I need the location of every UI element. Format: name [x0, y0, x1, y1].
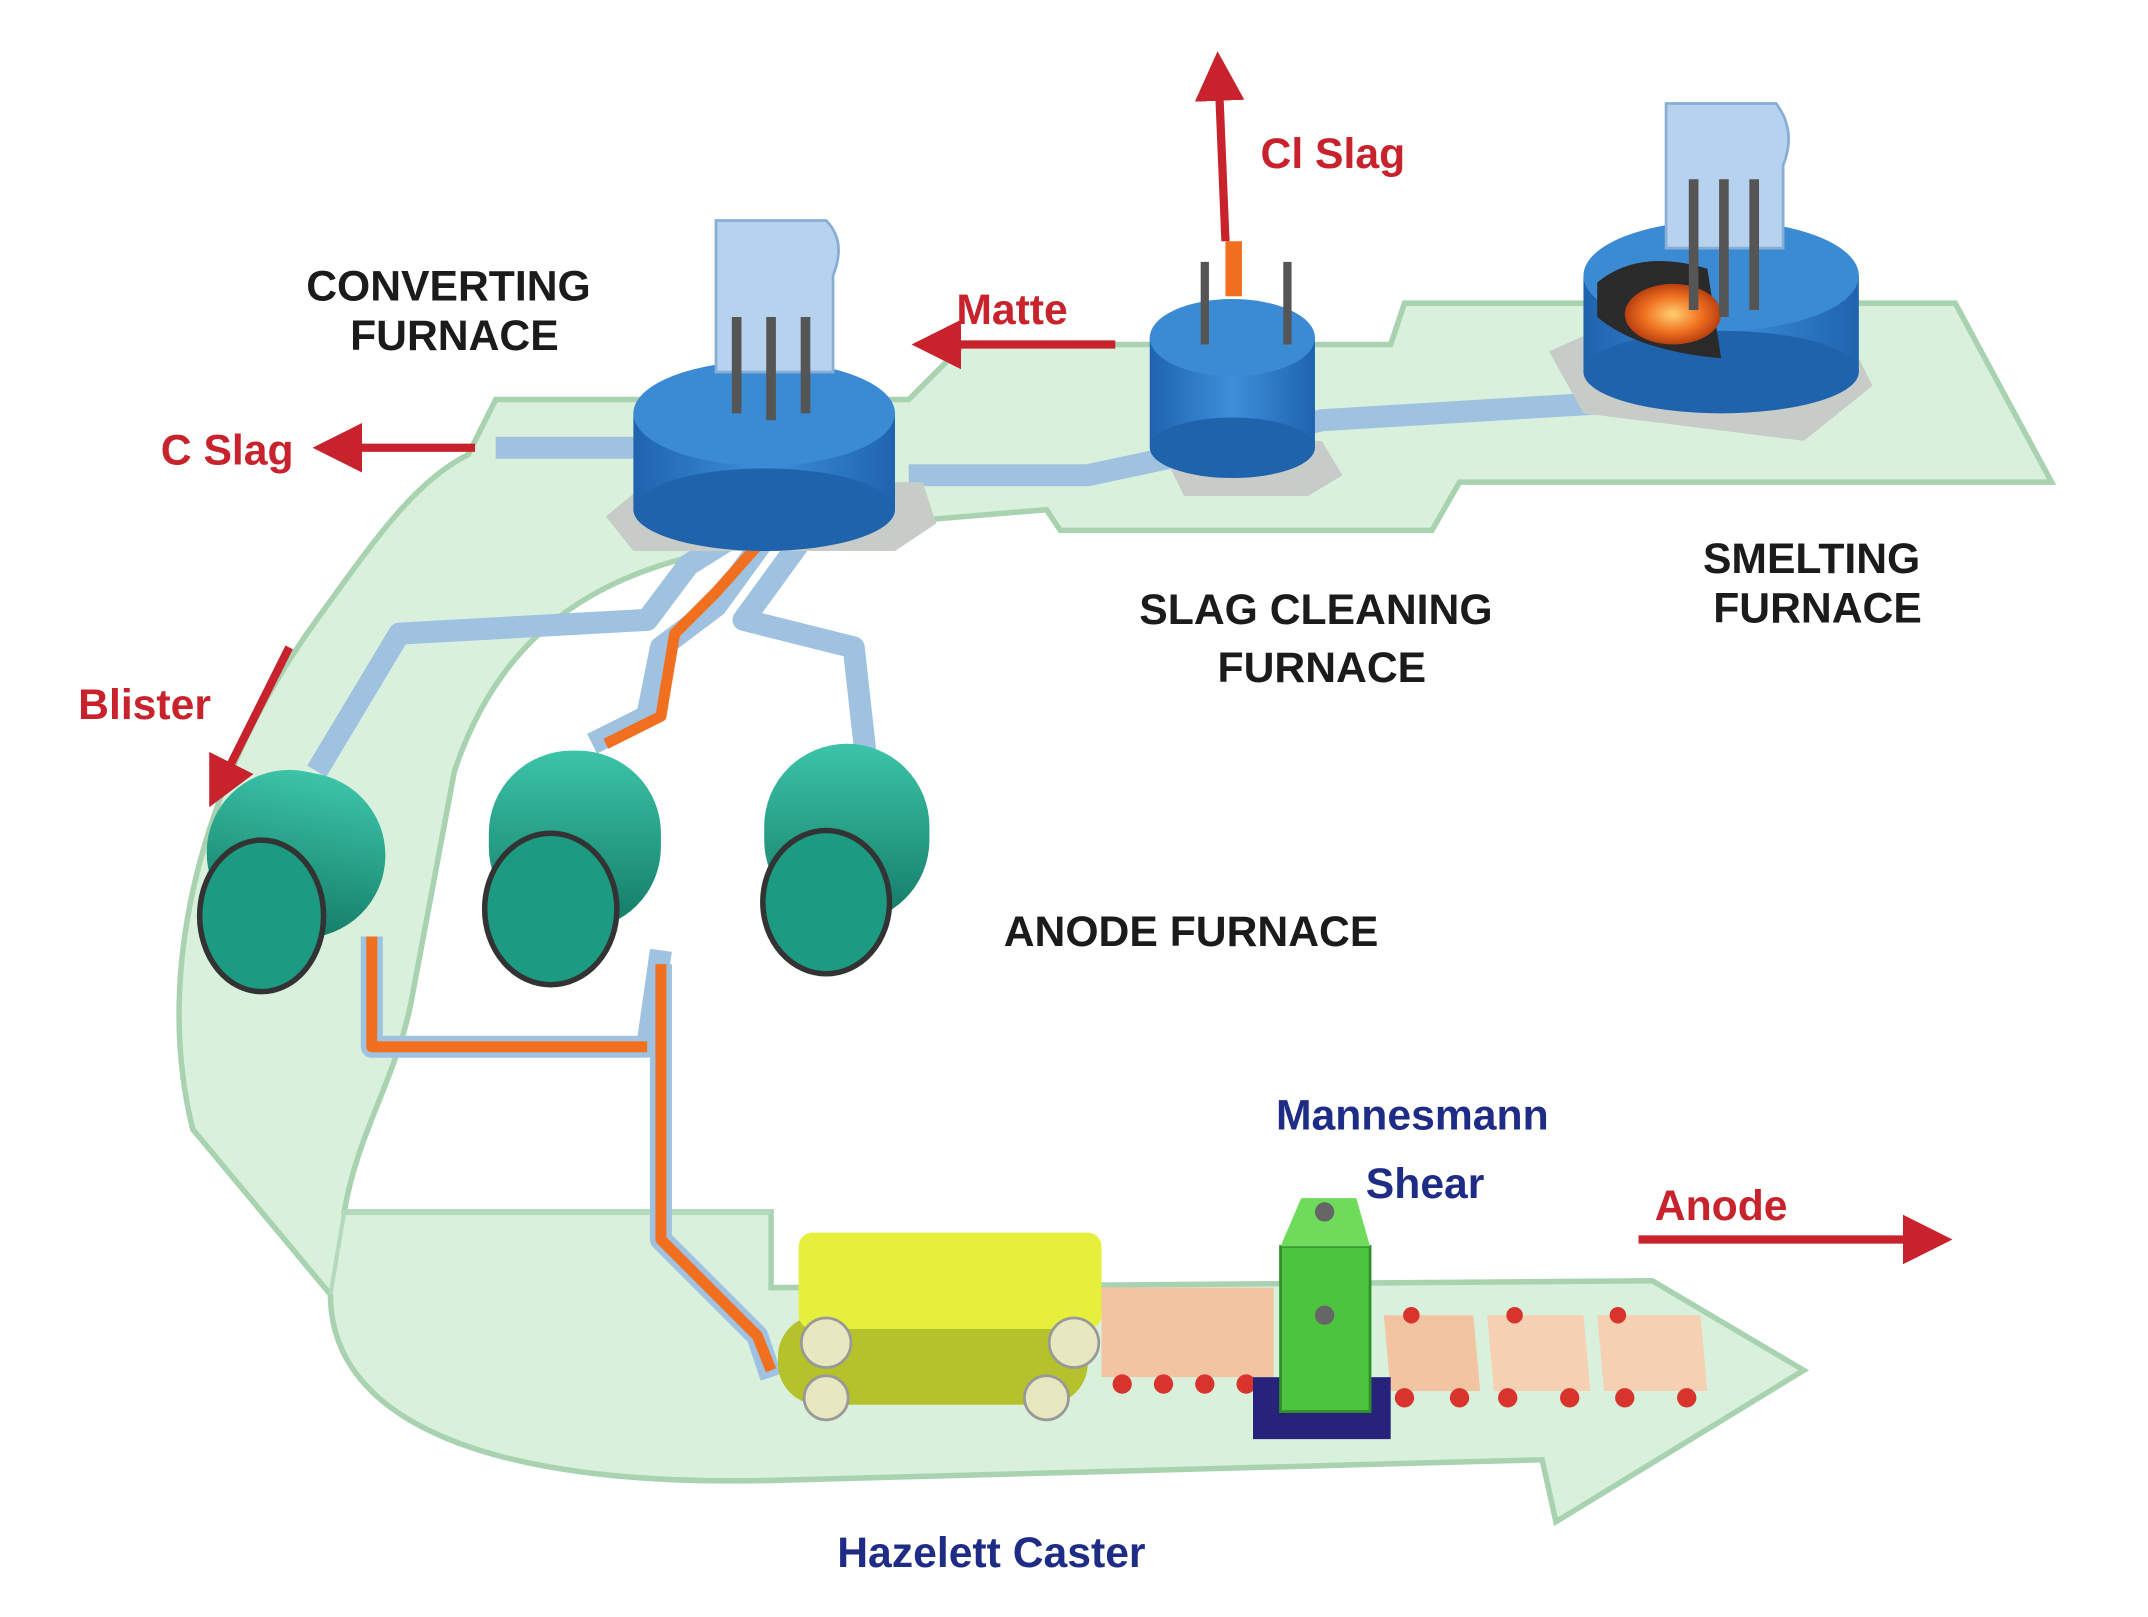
copper-strip — [1101, 1287, 1708, 1408]
molten-copper-channels — [366, 526, 777, 1373]
mannesmann-shear-label: Mannesmann Shear — [1276, 1091, 1561, 1208]
anode-furnace-label: ANODE FURNACE — [1004, 908, 1379, 956]
cl-slag-arrow — [1194, 51, 1245, 242]
flow-arrows — [209, 51, 1953, 1265]
converting-furnace — [605, 219, 937, 552]
hazelett-caster-label: Hazelett Caster — [837, 1529, 1145, 1577]
converting-furnace-label: CONVERTING FURNACE — [306, 262, 602, 360]
blister-label: Blister — [78, 681, 211, 729]
slag-cleaning-furnace-label: SLAG CLEANING FURNACE — [1139, 586, 1504, 692]
anode-furnaces — [196, 743, 930, 995]
cl-slag-label: Cl Slag — [1261, 130, 1406, 178]
smelting-furnace-label: SMELTING FURNACE — [1703, 535, 1932, 633]
c-slag-label: C Slag — [161, 426, 294, 474]
matte-label: Matte — [956, 286, 1067, 334]
anode-furnace-3 — [760, 743, 930, 977]
anode-label: Anode — [1655, 1182, 1788, 1230]
slag-cleaning-furnace — [1149, 241, 1343, 496]
anode-furnace-1 — [196, 769, 386, 995]
blister-arrow — [209, 645, 293, 808]
anode-furnace-2 — [481, 750, 661, 988]
smelting-furnace — [1549, 102, 1873, 441]
hazelett-caster — [777, 1232, 1102, 1422]
mannesmann-shear — [1253, 1198, 1391, 1440]
